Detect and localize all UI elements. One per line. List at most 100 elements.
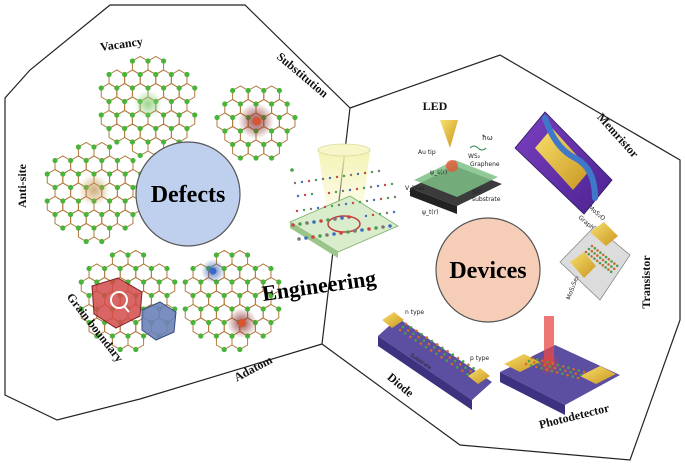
engineering-particle bbox=[331, 205, 333, 207]
engineering-particle bbox=[365, 215, 367, 217]
photodetector-channel-atom bbox=[580, 374, 583, 377]
lattice-atom bbox=[192, 112, 197, 117]
diode-channel-atom bbox=[459, 363, 462, 366]
lattice-atom bbox=[169, 72, 174, 77]
lattice-hexagon bbox=[255, 318, 271, 336]
lattice-atom bbox=[230, 88, 235, 93]
lattice-hexagon bbox=[248, 140, 264, 158]
engineering-particle bbox=[343, 175, 345, 177]
led-au-tip bbox=[440, 120, 458, 148]
anti-site-label: Anti-site bbox=[15, 163, 29, 208]
engineering-particle bbox=[388, 224, 392, 228]
lattice-atom bbox=[214, 115, 219, 120]
transistor-channel-atom bbox=[596, 254, 599, 257]
diode-channel-atom bbox=[423, 339, 426, 342]
lattice-atom bbox=[183, 279, 188, 284]
lattice-atom bbox=[130, 185, 135, 190]
engineering-particle bbox=[297, 195, 299, 197]
lattice-atom bbox=[114, 85, 119, 90]
diode-channel-atom bbox=[438, 350, 441, 353]
lattice-atom bbox=[76, 225, 81, 230]
lattice-hexagon bbox=[128, 332, 144, 350]
photodetector-channel-atom bbox=[564, 370, 567, 373]
diode-channel-atom bbox=[462, 360, 465, 363]
lattice-atom bbox=[99, 85, 104, 90]
engineering-particle bbox=[324, 206, 326, 208]
transistor-channel-atom bbox=[593, 257, 596, 260]
photodetector-channel-atom bbox=[546, 361, 549, 364]
lattice-atom bbox=[161, 58, 166, 63]
lattice-atom bbox=[292, 115, 297, 120]
lattice-atom bbox=[114, 139, 119, 144]
diode-channel-atom bbox=[420, 333, 423, 336]
transistor-channel-atom bbox=[596, 260, 599, 263]
lattice-atom bbox=[138, 153, 143, 158]
lattice-atom bbox=[190, 293, 195, 298]
lattice-atom bbox=[261, 88, 266, 93]
lattice-atom bbox=[106, 99, 111, 104]
photodetector-channel-atom bbox=[583, 371, 586, 374]
lattice-atom bbox=[125, 333, 130, 338]
engineering-particle bbox=[317, 207, 319, 209]
diode-channel-atom bbox=[446, 359, 449, 362]
diode-illustration: n type p type Substrate bbox=[378, 309, 492, 410]
led-sic-label: SiC bbox=[472, 189, 482, 196]
engineering-particle bbox=[319, 219, 323, 223]
diode-channel-atom bbox=[449, 356, 452, 359]
lattice-atom bbox=[222, 347, 227, 352]
diode-channel-atom bbox=[410, 326, 413, 329]
transistor-channel-atom bbox=[604, 266, 607, 269]
transistor-channel-atom bbox=[596, 249, 599, 252]
engineering-particle bbox=[304, 194, 306, 196]
lattice-atom bbox=[269, 101, 274, 106]
lattice-atom bbox=[253, 293, 258, 298]
diode-channel-atom bbox=[452, 353, 455, 356]
photodetector-channel-atom bbox=[569, 371, 572, 374]
engineering-particle bbox=[386, 212, 388, 214]
transistor-channel-atom bbox=[607, 263, 610, 266]
lattice-atom bbox=[192, 85, 197, 90]
lattice-atom bbox=[115, 212, 120, 217]
engineering-particle bbox=[303, 209, 305, 211]
lattice-atom bbox=[206, 293, 211, 298]
lattice-atom bbox=[161, 112, 166, 117]
photodetector-channel-atom bbox=[528, 360, 531, 363]
transistor-channel-atom bbox=[605, 261, 608, 264]
diode-channel-atom bbox=[430, 349, 433, 352]
engineering-particle bbox=[312, 220, 316, 224]
engineering-particle bbox=[338, 204, 340, 206]
led-hnu-label: ħω bbox=[482, 134, 493, 142]
lattice-hexagon bbox=[78, 224, 94, 242]
engineering-particle bbox=[364, 172, 366, 174]
devices-center-label: Devices bbox=[449, 258, 526, 284]
engineering-particle bbox=[329, 177, 331, 179]
diode-channel-atom bbox=[461, 370, 464, 373]
diode-label: Diode bbox=[385, 370, 417, 400]
diode-channel-atom bbox=[441, 347, 444, 350]
diode-channel-atom bbox=[412, 333, 415, 336]
lattice-atom bbox=[261, 306, 266, 311]
transistor-channel-atom bbox=[605, 256, 608, 259]
diode-channel-atom bbox=[431, 340, 434, 343]
diode-channel-atom bbox=[472, 367, 475, 370]
engineering-particle bbox=[366, 200, 368, 202]
photodetector-channel-atom bbox=[525, 363, 528, 366]
engineering-particle bbox=[310, 208, 312, 210]
diode-channel-atom bbox=[443, 353, 446, 356]
lattice-atom bbox=[68, 158, 73, 163]
lattice-atom bbox=[198, 279, 203, 284]
lattice-atom bbox=[130, 158, 135, 163]
lattice-atom bbox=[149, 266, 154, 271]
lattice-atom bbox=[130, 112, 135, 117]
photodetector-channel-atom bbox=[577, 377, 580, 380]
lattice-atom bbox=[238, 101, 243, 106]
lattice-atom bbox=[277, 142, 282, 147]
led-label: LED bbox=[423, 99, 448, 113]
led-psi-t-label: ψ_t(r) bbox=[422, 209, 438, 216]
adatom-red-atom bbox=[238, 319, 246, 327]
diode-p-type-label: p type bbox=[470, 355, 489, 362]
diode-channel-atom bbox=[425, 346, 428, 349]
transistor-channel-atom bbox=[599, 257, 602, 260]
diode-channel-atom bbox=[446, 350, 449, 353]
lattice-hexagon bbox=[233, 140, 249, 158]
